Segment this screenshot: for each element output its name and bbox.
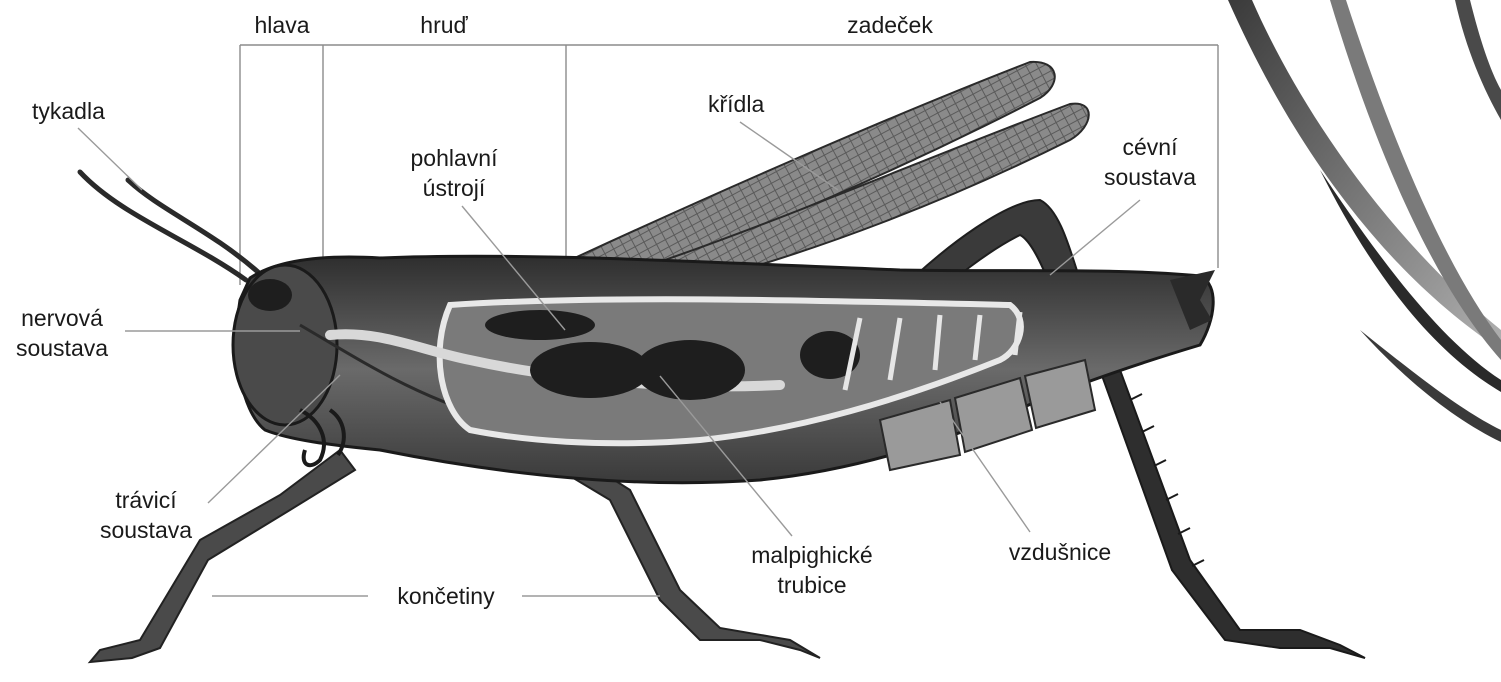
label-digestive-system: trávicí soustava <box>84 485 208 545</box>
label-circulatory-line1: cévní <box>1088 132 1212 162</box>
label-malpighian-tubules: malpighické trubice <box>740 540 884 600</box>
label-legs: končetiny <box>372 581 520 611</box>
label-reproductive-line2: ústrojí <box>384 173 524 203</box>
label-malpighian-line2: trubice <box>740 570 884 600</box>
label-circulatory-system: cévní soustava <box>1088 132 1212 192</box>
label-thorax: hruď <box>406 10 482 40</box>
antennae <box>80 172 258 280</box>
label-circulatory-line2: soustava <box>1088 162 1212 192</box>
label-antennae: tykadla <box>32 96 105 126</box>
body <box>233 256 1215 482</box>
label-nervous-system: nervová soustava <box>0 303 124 363</box>
label-abdomen: zadeček <box>830 10 950 40</box>
label-head: hlava <box>246 10 318 40</box>
label-digestive-line2: soustava <box>84 515 208 545</box>
label-reproductive-organs: pohlavní ústrojí <box>384 143 524 203</box>
label-nervous-line2: soustava <box>0 333 124 363</box>
label-reproductive-line1: pohlavní <box>384 143 524 173</box>
label-malpighian-line1: malpighické <box>740 540 884 570</box>
label-trachea: vzdušnice <box>990 537 1130 567</box>
grass-blades <box>1228 0 1501 442</box>
label-wings: křídla <box>708 89 764 119</box>
wings <box>566 62 1089 282</box>
label-nervous-line1: nervová <box>0 303 124 333</box>
label-digestive-line1: trávicí <box>84 485 208 515</box>
